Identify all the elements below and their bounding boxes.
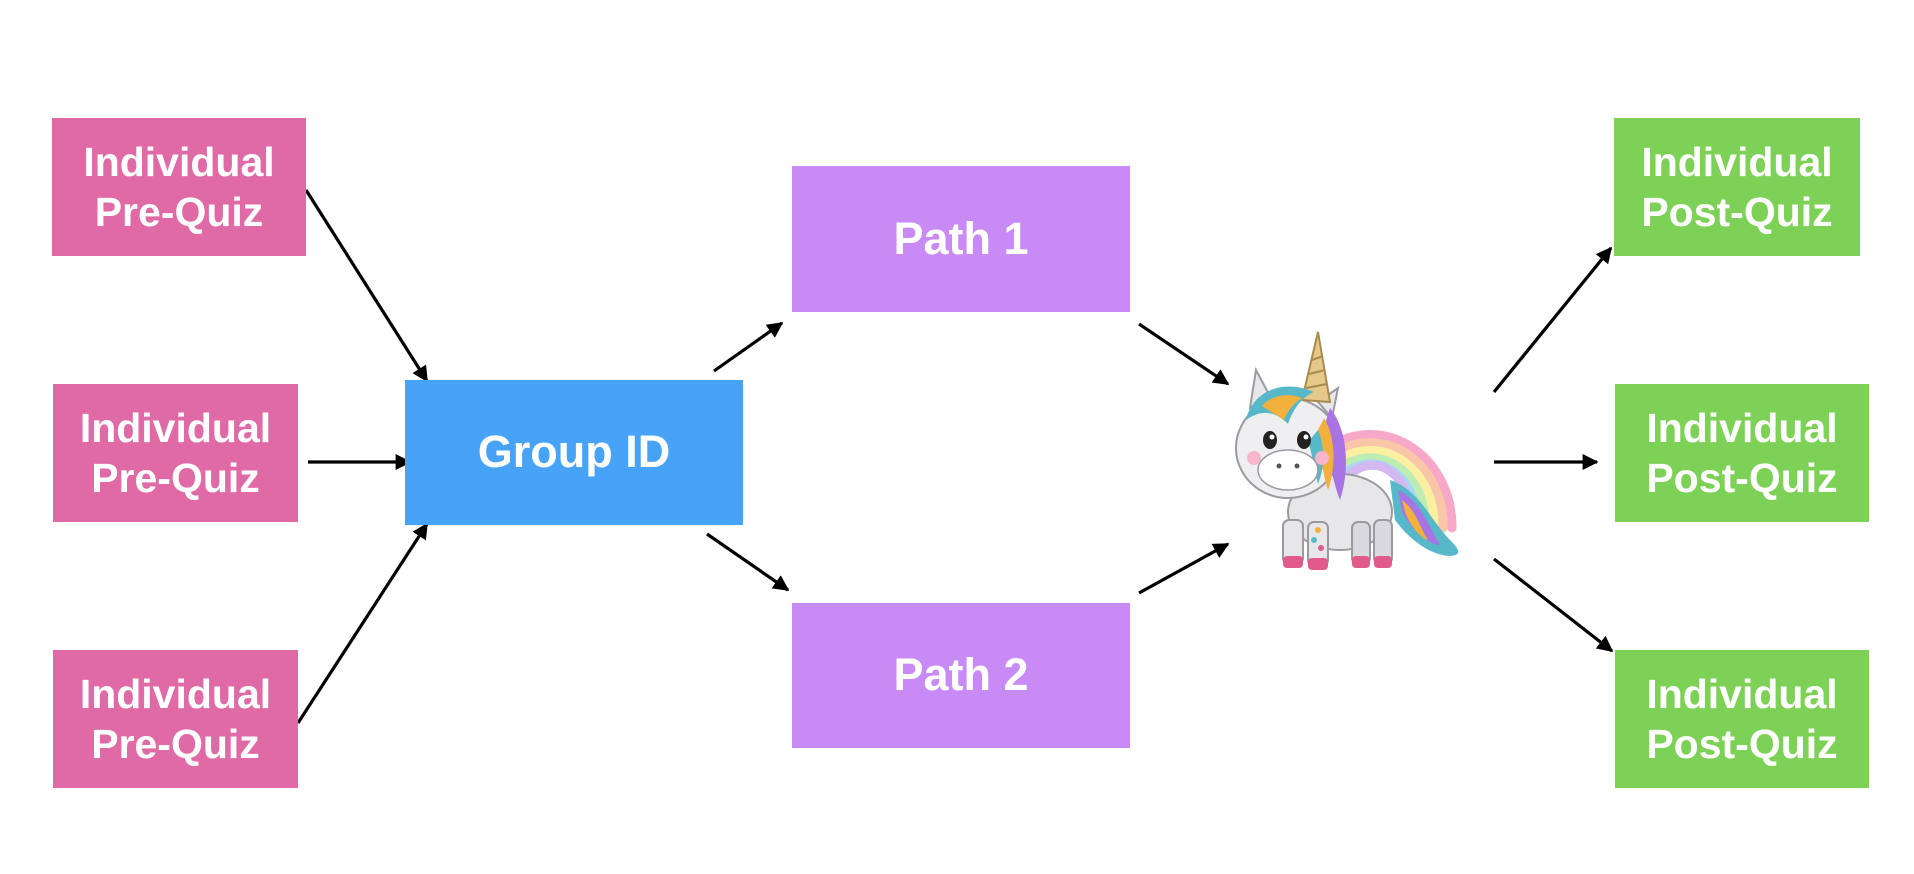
group-id-label: Group ID	[477, 426, 671, 478]
pre-quiz-box-3: Individual Pre-Quiz	[53, 650, 298, 788]
arrow-unicorn-to-post1	[1492, 246, 1613, 394]
post-quiz-box-1-line1: Individual	[1641, 138, 1833, 185]
post-quiz-box-2-line2: Post-Quiz	[1646, 455, 1838, 501]
arrow-group-to-path2	[706, 532, 790, 592]
group-id-box: Group ID	[405, 380, 743, 525]
path-2-box: Path 2	[792, 603, 1130, 748]
post-quiz-box-2-line1: Individual	[1646, 404, 1838, 451]
pre-quiz-box-2-line2: Pre-Quiz	[91, 455, 260, 501]
arrow-pre1-to-group	[304, 189, 429, 383]
arrow-path1-to-unicorn	[1138, 322, 1230, 386]
post-quiz-box-1-line2: Post-Quiz	[1641, 189, 1833, 235]
pre-quiz-box-1-line1: Individual	[83, 138, 275, 185]
pre-quiz-box-1: Individual Pre-Quiz	[52, 118, 306, 256]
post-quiz-box-1: Individual Post-Quiz	[1614, 118, 1860, 256]
arrow-pre3-to-group	[296, 522, 429, 724]
pre-quiz-box-3-line2: Pre-Quiz	[91, 721, 260, 767]
arrow-path2-to-unicorn	[1138, 542, 1230, 595]
post-quiz-box-3-line1: Individual	[1646, 670, 1838, 717]
arrow-group-to-path1	[713, 321, 784, 373]
pre-quiz-box-3-line1: Individual	[79, 670, 272, 717]
path-2-label: Path 2	[893, 649, 1029, 701]
pre-quiz-box-1-line2: Pre-Quiz	[94, 189, 264, 235]
post-quiz-box-3-line2: Post-Quiz	[1646, 721, 1838, 767]
arrow-unicorn-to-post3	[1493, 557, 1614, 653]
post-quiz-box-3: Individual Post-Quiz	[1615, 650, 1869, 788]
pre-quiz-box-2: Individual Pre-Quiz	[53, 384, 298, 522]
post-quiz-box-2: Individual Post-Quiz	[1615, 384, 1869, 522]
path-1-box: Path 1	[792, 166, 1130, 312]
pre-quiz-box-2-line1: Individual	[79, 404, 272, 451]
path-1-label: Path 1	[893, 212, 1029, 264]
